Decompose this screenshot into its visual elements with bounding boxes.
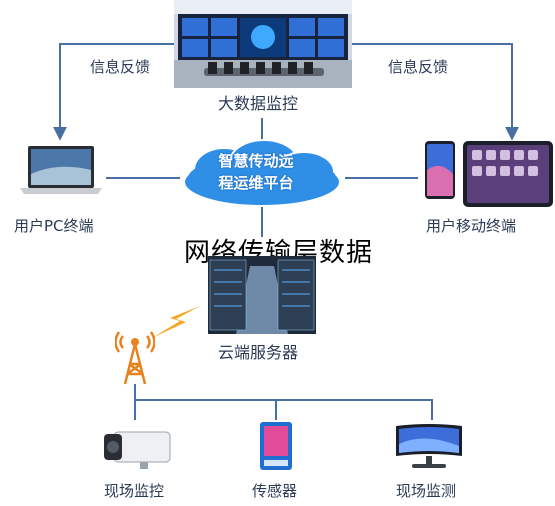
antenna-tower-icon (114, 330, 156, 386)
server-label: 云端服务器 (218, 343, 299, 362)
laptop-icon (18, 144, 104, 196)
pc-label: 用户PC终端 (14, 217, 94, 235)
camera-icon (100, 428, 172, 470)
bigdata-label: 大数据监控 (218, 94, 299, 113)
tablet-icon (462, 140, 554, 208)
feedback-label-left: 信息反馈 (90, 58, 151, 76)
platform-label-line2: 程运维平台 (218, 174, 294, 192)
cloud-icon (172, 138, 352, 210)
feedback-arrow-left (53, 43, 174, 141)
phone-icon (424, 140, 456, 200)
sensor-label: 传感器 (252, 482, 298, 500)
feedback-label-right: 信息反馈 (388, 58, 449, 76)
monitor-label: 现场监测 (396, 482, 457, 500)
mobile-label: 用户移动终端 (426, 217, 517, 235)
platform-label: 智慧传动远 程运维平台 (186, 150, 326, 194)
sensor-icon (258, 420, 294, 472)
server-room-photo (208, 256, 316, 334)
control-room-photo (174, 0, 352, 88)
platform-label-line1: 智慧传动远 (218, 152, 294, 170)
feedback-arrow-right (352, 43, 519, 141)
link-field-bus (134, 399, 433, 420)
camera-label: 现场监控 (104, 482, 165, 500)
lightning-icon (150, 304, 202, 340)
monitor-icon (394, 422, 464, 470)
